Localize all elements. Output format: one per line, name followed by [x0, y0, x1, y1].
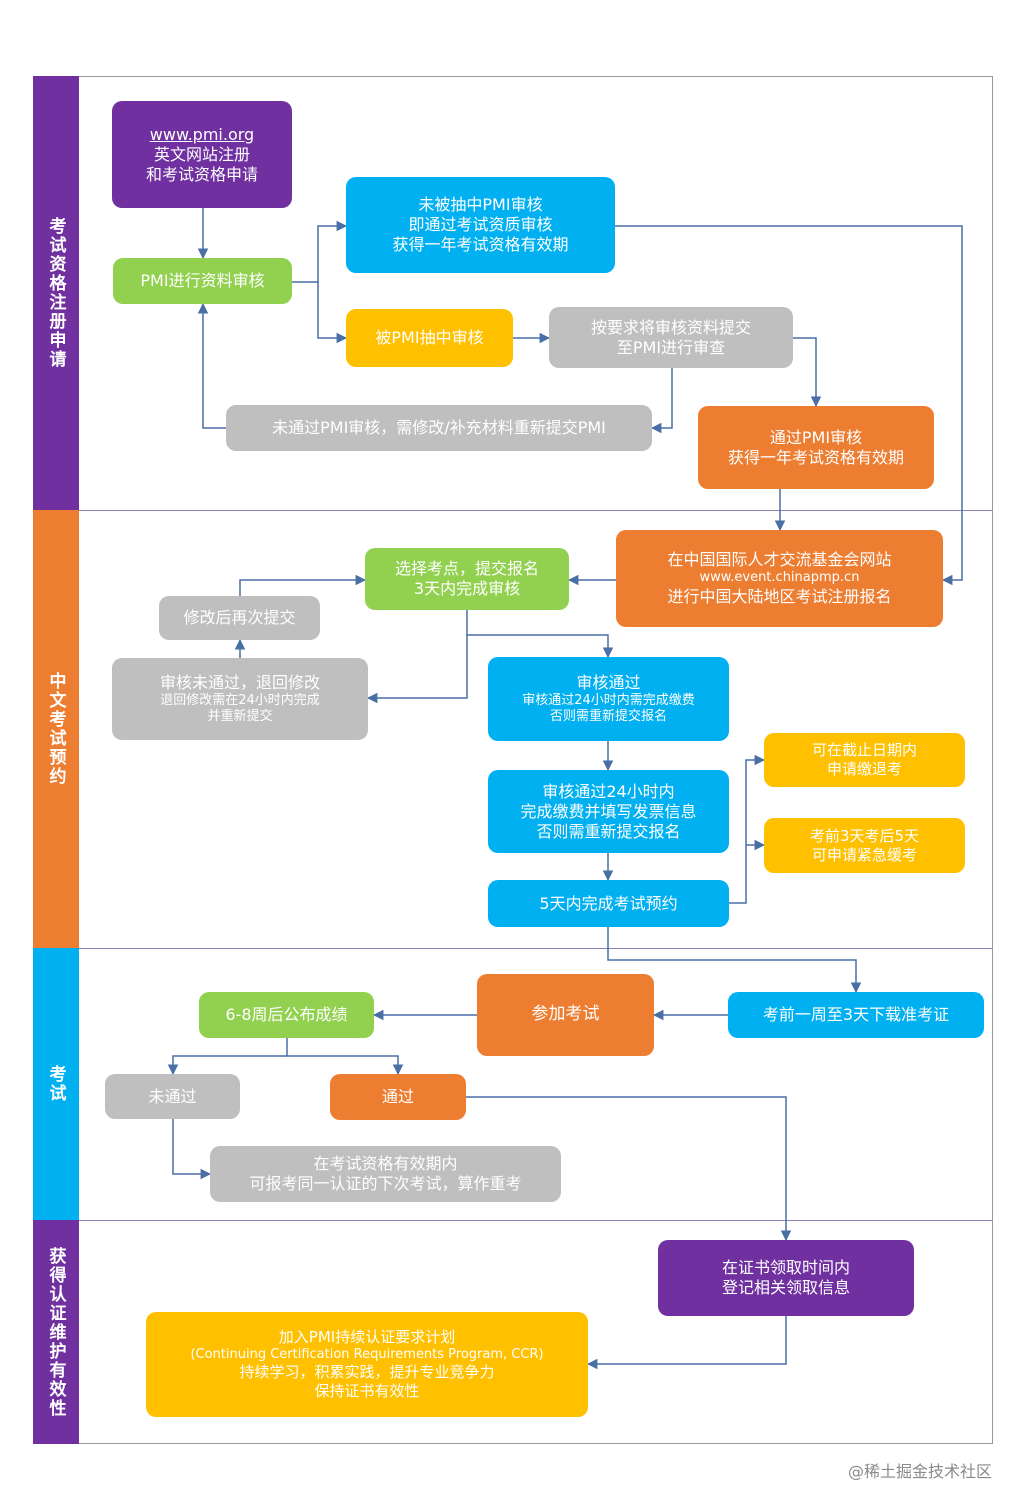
node-line: 加入PMI持续认证要求计划	[278, 1328, 456, 1347]
node-line: 被PMI抽中审核	[375, 328, 484, 347]
node-audit-pass: 通过PMI审核 获得一年考试资格有效期	[698, 406, 934, 489]
node-line: 可报考同一认证的下次考试，算作重考	[249, 1174, 522, 1193]
node-line: 审核通过	[576, 672, 641, 692]
arrow-choose-to-fail	[366, 635, 468, 704]
node-audited: 被PMI抽中审核	[346, 309, 513, 367]
lane-label-certification: 获得认证维护有效性	[33, 1220, 79, 1444]
lane-divider	[79, 948, 993, 949]
node-results: 6-8周后公布成绩	[199, 992, 374, 1038]
node-line: PMI进行资料审核	[140, 271, 265, 290]
node-line: 获得一年考试资格有效期	[392, 235, 569, 254]
node-line: 否则需重新提交报名	[536, 821, 681, 841]
node-line: 6-8周后公布成绩	[225, 1005, 348, 1024]
node-not-audited: 未被抽中PMI审核 即通过考试资质审核 获得一年考试资格有效期	[346, 177, 615, 273]
node-pmi-review: PMI进行资料审核	[113, 258, 292, 304]
node-line: 按要求将审核资料提交	[590, 317, 751, 337]
node-line: 未通过PMI审核，需修改/补充材料重新提交PMI	[272, 418, 606, 437]
node-line: 考前3天考后5天	[809, 826, 920, 845]
node-line: www.event.chinapmp.cn	[699, 570, 860, 586]
arrow-not-audited-to-china	[615, 225, 963, 586]
node-book-exam: 5天内完成考试预约	[488, 880, 729, 927]
node-review-fail: 审核未通过，退回修改 退回修改需在24小时内完成 并重新提交	[112, 658, 368, 740]
node-certificate: 在证书领取时间内 登记相关领取信息	[658, 1240, 914, 1316]
node-line: 登记相关领取信息	[721, 1278, 850, 1297]
arrow-choose-to-pass	[466, 610, 614, 659]
lane-divider	[79, 1220, 993, 1221]
node-line: 审核通过24小时内	[542, 781, 675, 801]
node-line: 考前一周至3天下载准考证	[762, 1005, 950, 1024]
node-submit-audit: 按要求将审核资料提交 至PMI进行审查	[549, 307, 793, 368]
node-line: 即通过考试资质审核	[408, 215, 553, 234]
node-line: (Continuing Certification Requirements P…	[190, 1347, 544, 1362]
arrow-resubmit-to-choose	[239, 574, 367, 596]
arrow-submit-to-fail	[650, 368, 673, 434]
node-line: 进行中国大陆地区考试注册报名	[667, 586, 892, 606]
arrow-results-to-failed	[167, 1038, 288, 1076]
node-choose-site: 选择考点，提交报名 3天内完成审核	[365, 548, 569, 610]
node-line: 申请缴退考	[826, 760, 902, 778]
arrow-failed-to-retake	[172, 1119, 212, 1180]
arrow-fail-to-review	[197, 302, 226, 429]
arrow-certificate-to-ccr	[586, 1316, 787, 1370]
node-line: 可在截止日期内	[811, 741, 917, 760]
node-line: 并重新提交	[207, 709, 273, 724]
node-line: 未被抽中PMI审核	[418, 195, 543, 214]
node-line: 选择考点，提交报名	[394, 559, 539, 578]
lane-label-exam: 考试	[33, 948, 79, 1220]
node-line: 获得一年考试资格有效期	[727, 447, 904, 467]
node-passed: 通过	[330, 1074, 466, 1120]
node-line: 在证书领取时间内	[721, 1258, 850, 1277]
node-line: 未通过	[148, 1086, 197, 1106]
node-line: 退回修改需在24小时内完成	[160, 692, 320, 708]
node-retake: 在考试资格有效期内 可报考同一认证的下次考试，算作重考	[210, 1146, 561, 1202]
node-china-register: 在中国国际人才交流基金会网站 www.event.chinapmp.cn 进行中…	[616, 530, 943, 627]
node-line: 完成缴费并填写发票信息	[520, 801, 697, 821]
node-line: 持续学习，积累实践，提升专业竞争力	[239, 1363, 495, 1382]
node-line: 通过PMI审核	[769, 427, 863, 447]
node-line: 保持证书有效性	[314, 1382, 420, 1400]
node-line: 审核未通过，退回修改	[159, 672, 320, 692]
node-review-pass: 审核通过 审核通过24小时内需完成缴费 否则需重新提交报名	[488, 657, 729, 741]
node-audit-fail: 未通过PMI审核，需修改/补充材料重新提交PMI	[226, 405, 652, 451]
arrow-review-to-audited	[317, 282, 348, 344]
node-line: www.pmi.org	[149, 124, 255, 144]
node-take-exam: 参加考试	[477, 974, 654, 1056]
node-line: 修改后再次提交	[183, 608, 296, 627]
node-line: 参加考试	[531, 1004, 600, 1025]
node-download-ticket: 考前一周至3天下载准考证	[728, 992, 984, 1038]
node-line: 否则需重新提交报名	[549, 709, 667, 724]
node-line: 通过	[381, 1087, 414, 1106]
node-line: 在考试资格有效期内	[313, 1154, 458, 1173]
node-line: 3天内完成审核	[413, 579, 521, 598]
node-line: 可申请紧急缓考	[811, 845, 917, 864]
lane-label-booking: 中文考试预约	[33, 510, 79, 948]
node-resubmit: 修改后再次提交	[159, 596, 320, 640]
node-failed: 未通过	[105, 1074, 240, 1119]
node-ccr: 加入PMI持续认证要求计划 (Continuing Certification …	[146, 1312, 588, 1417]
node-line: 至PMI进行审查	[616, 337, 726, 357]
lane-divider	[79, 510, 993, 511]
arrow-book-to-ticket	[607, 927, 862, 994]
node-pay: 审核通过24小时内 完成缴费并填写发票信息 否则需重新提交报名	[488, 770, 729, 853]
node-line: 英文网站注册	[153, 144, 250, 164]
node-pmi-website: www.pmi.org 英文网站注册 和考试资格申请	[112, 101, 292, 208]
node-line: 和考试资格申请	[145, 164, 258, 184]
node-line: 5天内完成考试预约	[539, 893, 678, 913]
node-refund: 可在截止日期内 申请缴退考	[764, 733, 965, 787]
lane-label-registration: 考试资格注册申请	[33, 76, 79, 510]
node-line: 审核通过24小时内需完成缴费	[522, 692, 695, 708]
arrow-results-to-passed	[287, 1055, 404, 1076]
node-line: 在中国国际人才交流基金会网站	[667, 550, 892, 570]
watermark: @稀土掘金技术社区	[847, 1462, 992, 1481]
arrow-passed-to-certificate	[466, 1096, 792, 1242]
arrow-book-to-refund	[729, 754, 766, 904]
arrow-review-to-not-audited	[292, 220, 348, 283]
node-defer: 考前3天考后5天 可申请紧急缓考	[764, 818, 965, 873]
arrow-submit-to-pass	[793, 337, 822, 408]
